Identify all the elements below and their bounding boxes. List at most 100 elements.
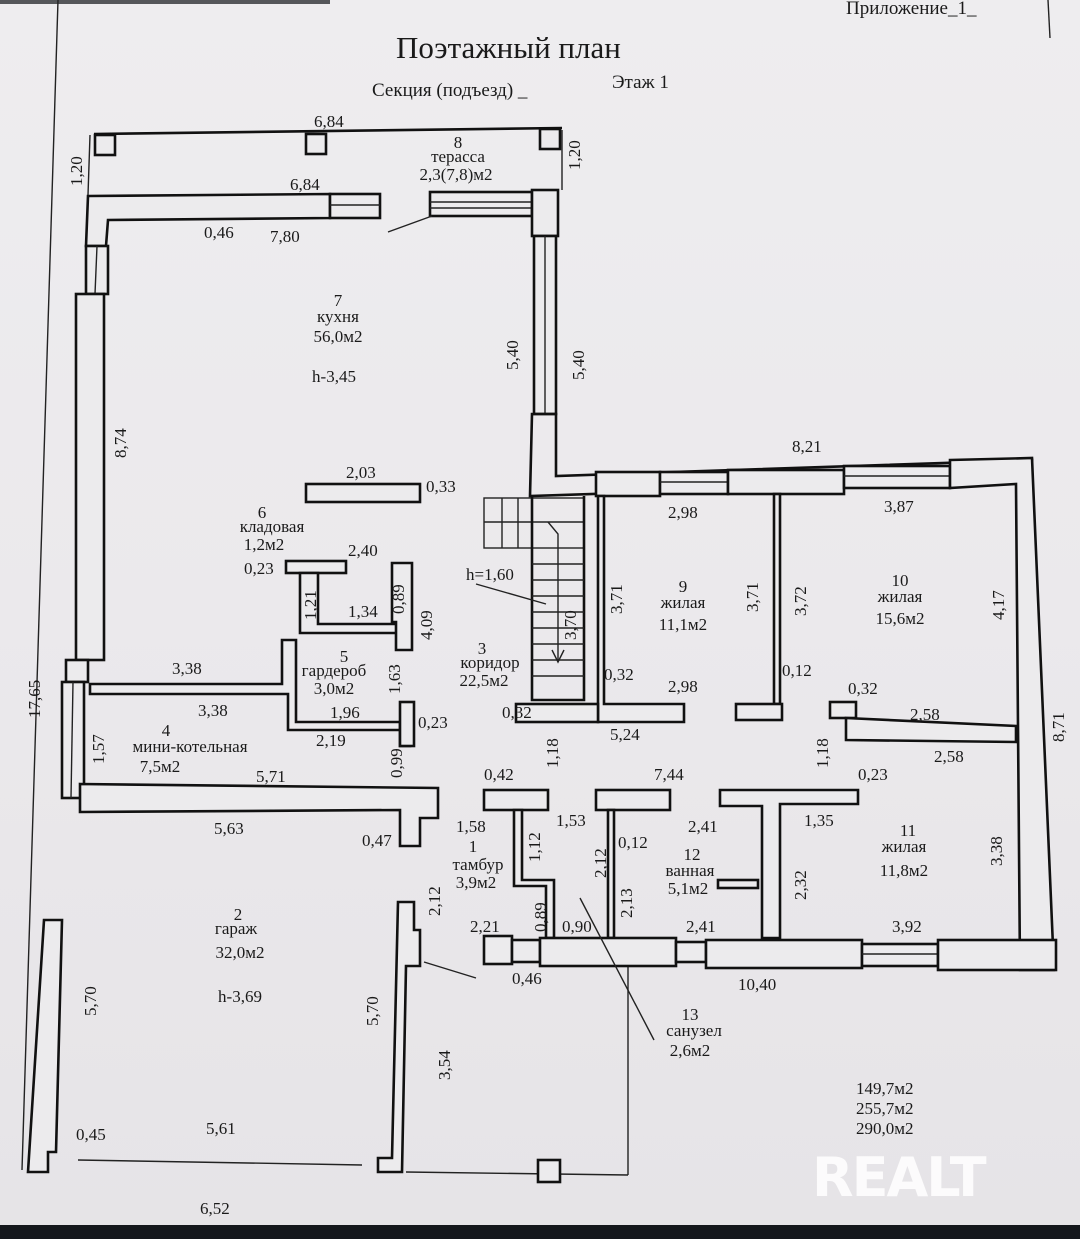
svg-text:1,18: 1,18 <box>543 738 562 768</box>
svg-text:1,20: 1,20 <box>565 140 584 170</box>
svg-text:1,18: 1,18 <box>813 738 832 768</box>
svg-text:3,71: 3,71 <box>607 584 626 614</box>
room-label-7: 7 кухня 56,0м2 h-3,45 <box>312 291 362 386</box>
svg-text:1,12: 1,12 <box>525 832 544 862</box>
svg-text:8: 8 <box>454 133 463 152</box>
svg-text:кладовая: кладовая <box>240 517 305 536</box>
svg-text:3,0м2: 3,0м2 <box>314 679 355 698</box>
svg-text:коридор: коридор <box>460 653 519 672</box>
svg-text:0,32: 0,32 <box>502 703 532 722</box>
svg-text:3,72: 3,72 <box>791 586 810 616</box>
photo-edge <box>0 0 330 4</box>
svg-text:2,3(7,8)м2: 2,3(7,8)м2 <box>419 165 492 184</box>
bathroom-walls <box>482 788 1058 1041</box>
svg-text:3,9м2: 3,9м2 <box>456 873 497 892</box>
corridor-wall <box>514 702 600 724</box>
room-label-6: 6 кладовая 1,2м2 <box>240 503 305 554</box>
svg-text:0,23: 0,23 <box>244 559 274 578</box>
svg-text:2,41: 2,41 <box>686 917 716 936</box>
svg-text:15,6м2: 15,6м2 <box>875 609 924 628</box>
svg-text:17,65: 17,65 <box>25 680 44 718</box>
svg-text:10,40: 10,40 <box>738 975 776 994</box>
storage-wardrobe-walls <box>88 559 416 748</box>
svg-text:2,32: 2,32 <box>791 870 810 900</box>
svg-text:жилая: жилая <box>877 587 923 606</box>
svg-text:4,17: 4,17 <box>989 590 1008 620</box>
dimension-labels: 6,84 6,84 0,46 7,80 2,03 0,33 2,40 0,23 … <box>76 112 964 1218</box>
svg-text:2,40: 2,40 <box>348 541 378 560</box>
svg-text:3,87: 3,87 <box>884 497 914 516</box>
room-label-1: 1 тамбур 3,9м2 <box>453 837 504 892</box>
svg-text:56,0м2: 56,0м2 <box>313 327 362 346</box>
garage-walls <box>26 900 629 1184</box>
svg-text:0,47: 0,47 <box>362 831 392 850</box>
svg-text:0,42: 0,42 <box>484 765 514 784</box>
svg-text:7: 7 <box>334 291 343 310</box>
svg-text:5,70: 5,70 <box>363 996 382 1026</box>
svg-text:4: 4 <box>162 721 171 740</box>
stair-height: h=1,60 <box>466 565 514 584</box>
svg-text:0,12: 0,12 <box>618 833 648 852</box>
svg-text:0,33: 0,33 <box>426 477 456 496</box>
svg-text:11,8м2: 11,8м2 <box>880 861 928 880</box>
svg-text:1,63: 1,63 <box>385 664 404 694</box>
svg-text:1,35: 1,35 <box>804 811 834 830</box>
staircase <box>475 496 586 702</box>
svg-text:10: 10 <box>892 571 909 590</box>
svg-text:11,1м2: 11,1м2 <box>659 615 707 634</box>
room-label-4: 4 мини-котельная 7,5м2 <box>132 721 247 776</box>
svg-text:1,96: 1,96 <box>330 703 360 722</box>
room-label-2: 2 гараж 32,0м2 h-3,69 <box>215 905 265 1006</box>
boiler-wall <box>78 782 440 848</box>
svg-text:2,98: 2,98 <box>668 503 698 522</box>
svg-text:7,80: 7,80 <box>270 227 300 246</box>
svg-text:8,21: 8,21 <box>792 437 822 456</box>
partition-wall <box>304 482 422 504</box>
svg-text:0,99: 0,99 <box>387 748 406 778</box>
svg-text:0,12: 0,12 <box>782 661 812 680</box>
svg-text:2,98: 2,98 <box>668 677 698 696</box>
svg-text:7,5м2: 7,5м2 <box>140 757 181 776</box>
area-totals: 149,7м2 255,7м2 290,0м2 <box>856 1079 914 1138</box>
svg-text:3: 3 <box>478 639 487 658</box>
svg-text:2,19: 2,19 <box>316 731 346 750</box>
svg-text:3,71: 3,71 <box>743 582 762 612</box>
svg-text:5,63: 5,63 <box>214 819 244 838</box>
svg-text:жилая: жилая <box>881 837 927 856</box>
svg-text:h-3,69: h-3,69 <box>218 987 262 1006</box>
svg-text:кухня: кухня <box>317 307 359 326</box>
room-label-13: 13 санузел 2,6м2 <box>666 1005 722 1060</box>
section-label: Секция (подъезд) _ <box>372 80 528 101</box>
svg-text:санузел: санузел <box>666 1021 722 1040</box>
svg-text:12: 12 <box>684 845 701 864</box>
svg-text:1,53: 1,53 <box>556 811 586 830</box>
svg-text:1,2м2: 1,2м2 <box>244 535 285 554</box>
svg-text:5,71: 5,71 <box>256 767 286 786</box>
svg-text:6,84: 6,84 <box>290 175 320 194</box>
room-label-8: 8 терасса 2,3(7,8)м2 <box>419 133 492 184</box>
floor-label: Этаж 1 <box>612 72 669 93</box>
svg-text:1,57: 1,57 <box>89 734 108 764</box>
bedroom-walls <box>594 456 1056 972</box>
svg-text:0,45: 0,45 <box>76 1125 106 1144</box>
svg-text:5,40: 5,40 <box>503 340 522 370</box>
svg-text:2,6м2: 2,6м2 <box>670 1041 711 1060</box>
kitchen-walls <box>60 188 1034 800</box>
svg-text:8,71: 8,71 <box>1049 712 1068 742</box>
svg-text:3,38: 3,38 <box>987 836 1006 866</box>
svg-text:22,5м2: 22,5м2 <box>459 671 508 690</box>
svg-text:0,90: 0,90 <box>562 917 592 936</box>
total-overall: 290,0м2 <box>856 1119 914 1138</box>
room-label-5: 5 гардероб 3,0м2 <box>302 647 367 698</box>
svg-text:0,23: 0,23 <box>858 765 888 784</box>
room-label-12: 12 ванная 5,1м2 <box>666 845 715 898</box>
dimension-line-overall-left <box>21 0 59 1171</box>
svg-text:0,23: 0,23 <box>418 713 448 732</box>
svg-text:7,44: 7,44 <box>654 765 684 784</box>
svg-text:h-3,45: h-3,45 <box>312 367 356 386</box>
svg-text:5,40: 5,40 <box>569 350 588 380</box>
svg-text:ванная: ванная <box>666 861 715 880</box>
svg-text:3,38: 3,38 <box>198 701 228 720</box>
room-label-10: 10 жилая 15,6м2 <box>875 571 924 628</box>
